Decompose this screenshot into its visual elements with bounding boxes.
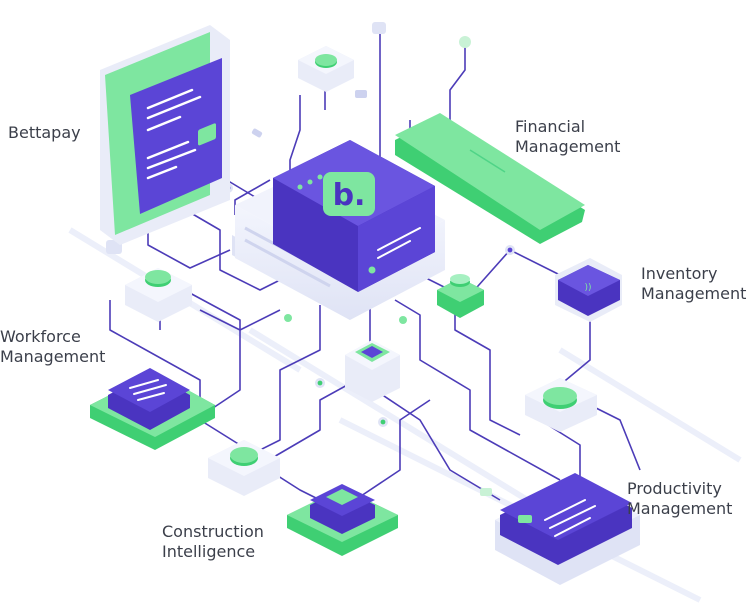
label-bettapay: Bettapay (8, 123, 81, 142)
top-node (298, 46, 354, 92)
center-cube (345, 340, 400, 402)
hub-logo: b. (333, 178, 366, 213)
central-hub: b. (232, 140, 445, 320)
left-small-node (125, 268, 192, 322)
green-stack-node (437, 274, 484, 318)
inventory-node: )) (555, 258, 622, 322)
productivity-panel (495, 473, 640, 585)
right-cylinder-node (525, 378, 597, 432)
workforce-platform (90, 368, 215, 450)
financial-card (395, 113, 585, 244)
construction-platform (287, 484, 398, 556)
construction-upper-node (208, 440, 280, 496)
bettapay-monitor (100, 25, 230, 245)
svg-text:)): )) (584, 283, 591, 293)
